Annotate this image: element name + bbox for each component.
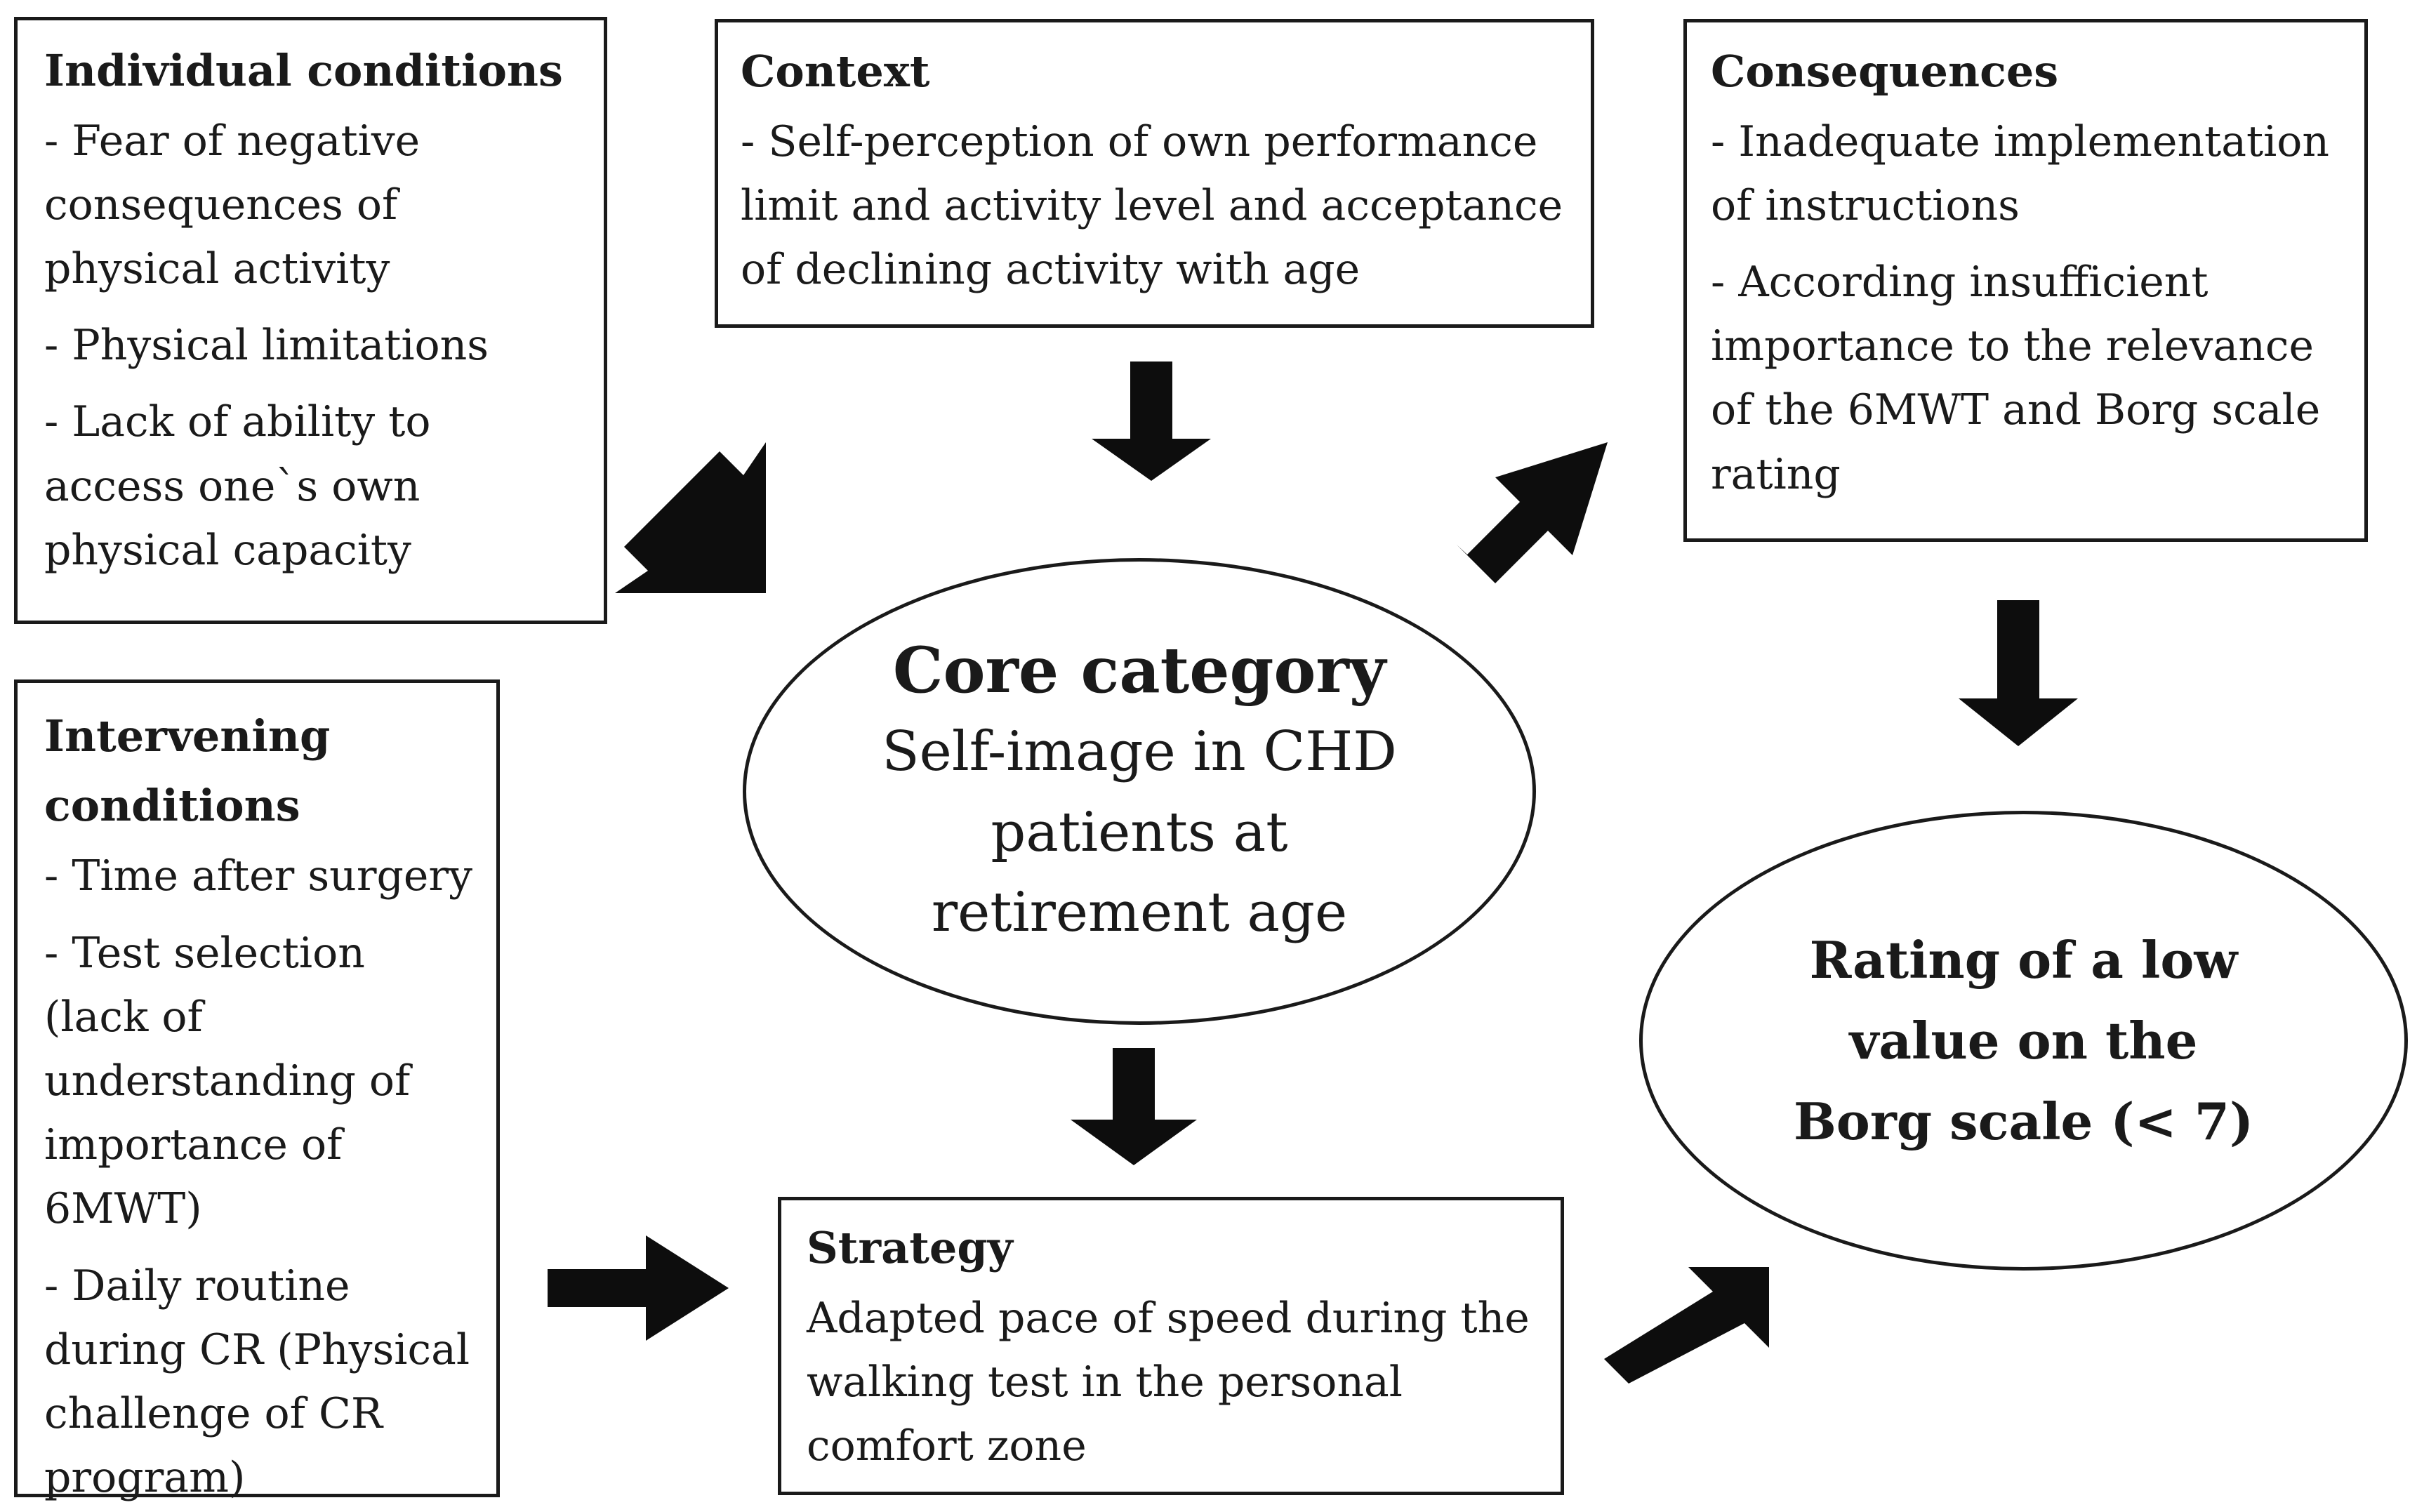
borg-rating-text: Rating of a low value on the Borg scale …: [1793, 929, 2254, 1152]
consequences-box: Consequences - Inadequate implementation…: [1683, 19, 2368, 542]
context-box: Context - Self-perception of own perform…: [715, 19, 1594, 328]
arrow-consequences-to-result: [1959, 600, 2078, 746]
individual-item-capacity: - Lack of ability to access one`s own ph…: [44, 397, 431, 575]
intervening-item-test-selection: - Test selection (lack of understanding …: [44, 928, 411, 1234]
consequences-title: Consequences: [1711, 46, 2059, 97]
strategy-title: Strategy: [807, 1222, 1013, 1273]
intervening-item-time: - Time after surgery: [44, 851, 472, 901]
individual-item-fear: - Fear of negative consequences of physi…: [44, 116, 421, 293]
consequences-item-relevance: - According insufficient importance to t…: [1711, 257, 2321, 499]
consequences-item-instructions: - Inadequate implementation of instructi…: [1711, 117, 2330, 230]
individual-conditions-title: Individual conditions: [44, 45, 563, 96]
strategy-box: Strategy Adapted pace of speed during th…: [778, 1197, 1564, 1495]
context-item-self-perception: - Self-perception of own performance lim…: [741, 117, 1563, 294]
intervening-conditions-title: Intervening conditions: [44, 710, 331, 832]
borg-rating-ellipse: Rating of a low value on the Borg scale …: [1639, 811, 2408, 1271]
arrow-context-to-core: [1092, 362, 1211, 481]
strategy-text: Adapted pace of speed during the walking…: [807, 1293, 1530, 1471]
individual-conditions-box: Individual conditions - Fear of negative…: [14, 17, 607, 624]
context-title: Context: [741, 46, 930, 97]
core-category-title: Core category: [892, 633, 1386, 708]
arrow-intervening-to-strategy: [548, 1235, 729, 1341]
core-category-subtitle: Self-image in CHD patients at retirement…: [882, 720, 1397, 945]
arrow-individual-to-core: [615, 442, 766, 593]
intervening-item-daily-routine: - Daily routine during CR (Physical chal…: [44, 1261, 470, 1503]
arrow-core-to-consequences: [1457, 442, 1608, 583]
arrow-strategy-to-result: [1604, 1267, 1769, 1384]
arrow-core-to-strategy: [1071, 1048, 1197, 1165]
core-category-ellipse: Core category Self-image in CHD patients…: [743, 558, 1536, 1025]
intervening-conditions-box: Intervening conditions - Time after surg…: [14, 679, 500, 1502]
individual-item-limitations: - Physical limitations: [44, 321, 489, 371]
